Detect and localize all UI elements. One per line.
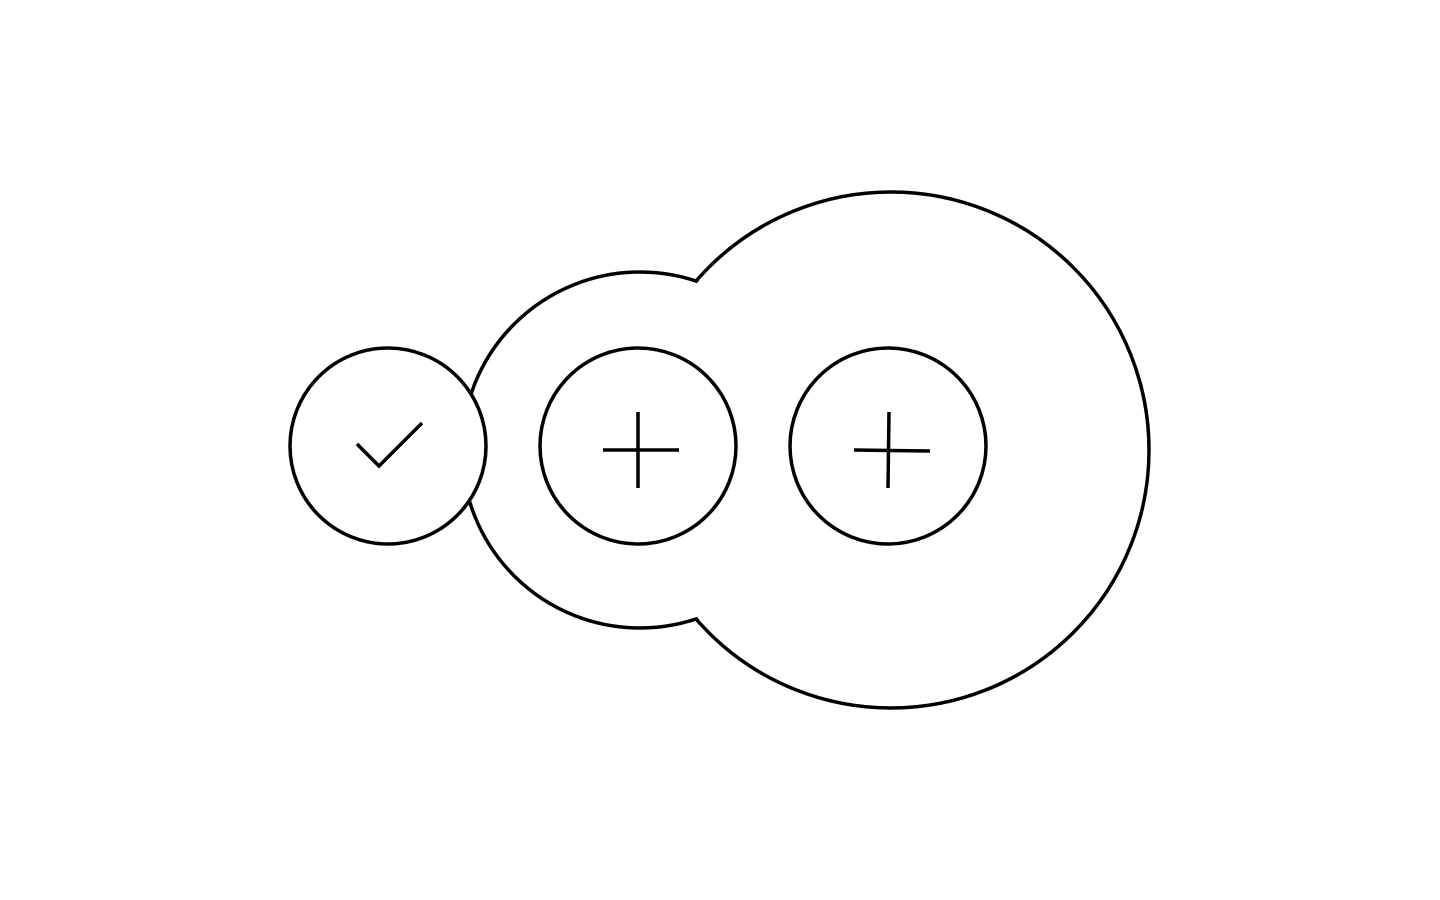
step-2-add-button[interactable] [538, 346, 738, 546]
plus-icon [853, 411, 931, 489]
check-icon [355, 421, 424, 469]
step-1-circle [288, 346, 488, 546]
plus-icon [603, 412, 679, 488]
step-1-completed-button[interactable] [288, 346, 488, 546]
step-3-add-button[interactable] [788, 346, 988, 546]
